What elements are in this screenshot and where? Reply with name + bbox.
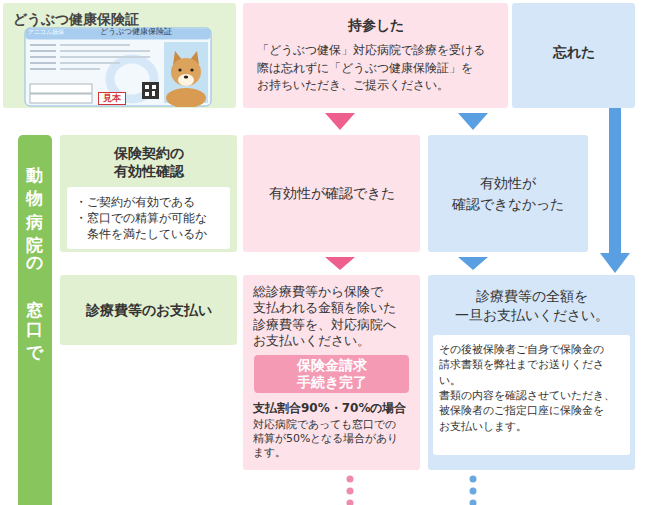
condition-item: ・窓口での精算が可能な 条件を満たしているか: [75, 210, 222, 242]
flow-arrow: [458, 257, 488, 270]
card-field-line: [60, 44, 130, 46]
qr-code-dot: [152, 91, 155, 96]
arrow-head: [458, 257, 488, 270]
decision-result: 有効性が 確認できなかった: [428, 135, 588, 252]
process-box: 診療費等の全額を 一旦お支払いください。その後被保険者ご自身で保険金の 請求書類…: [428, 275, 635, 470]
dog-eye: [190, 68, 193, 71]
band-label: 動物病院の窓口で: [27, 153, 44, 375]
card-title: どうぶつ健康保険証: [100, 28, 172, 36]
process-box: 持参した「どうぶつ健保」対応病院で診療を受ける 際は忘れずに「どうぶつ健康保険証…: [243, 3, 508, 108]
note-text: その後被保険者ご自身で保険金の 請求書類を弊社までお送りくださ い。 書類の内容…: [439, 342, 624, 434]
dog-body: [166, 88, 206, 107]
arrow-head: [325, 113, 355, 130]
card-header-band: [26, 29, 211, 40]
row-heading: 診療費等のお支払い: [86, 301, 212, 319]
continuation-dot: [347, 500, 354, 505]
continuation-dot: [470, 488, 477, 495]
box-body: 総診療費等から保険で 支払われる金額を除いた 診療費等を、対応病院へ お支払いく…: [253, 284, 410, 349]
box-heading: 持参した: [348, 16, 404, 34]
dog-muzzle: [178, 74, 194, 86]
result-text: 有効性が 確認できなかった: [438, 173, 578, 214]
flow-arrow: [600, 108, 630, 273]
card-field-line: [30, 56, 56, 58]
status-button: 保険金請求 手続き完了: [254, 355, 409, 393]
process-box: 忘れた: [512, 3, 635, 108]
continuation-dot: [470, 476, 477, 483]
note-box: その後被保険者ご自身で保険金の 請求書類を弊社までお送りくださ い。 書類の内容…: [433, 335, 630, 455]
card-number-box: [30, 84, 92, 93]
condition-item: ・ご契約が有効である: [75, 194, 195, 210]
card-field-line: [60, 56, 150, 58]
card-number-box: [30, 94, 92, 103]
side-band: 動物病院の窓口で: [18, 135, 52, 505]
sample-stamp: 見本: [98, 92, 126, 105]
continuation-dot: [470, 500, 477, 505]
result-text: 有効性が確認できた: [269, 184, 395, 202]
flow-arrow: [458, 113, 488, 130]
card-field-line: [60, 62, 120, 64]
dog-eye: [178, 68, 181, 71]
box-heading: 診療費等の全額を 一旦お支払いください。: [437, 287, 627, 325]
row-header: 診療費等のお支払い: [60, 275, 237, 345]
qr-code-dot: [152, 85, 156, 89]
arrow-head: [325, 257, 355, 270]
button-text: 保険金請求 手続き完了: [292, 357, 372, 391]
card-field-line: [30, 50, 56, 52]
process-box: 総診療費等から保険で 支払われる金額を除いた 診療費等を、対応病院へ お支払いく…: [243, 275, 420, 470]
qr-code-dot: [145, 85, 149, 89]
qr-code: [142, 82, 159, 99]
panel-heading: どうぶつ健康保険証: [13, 10, 139, 28]
note-text: 対応病院であっても窓口での 精算が50%となる場合があり ます。: [253, 418, 410, 461]
note-heading: 支払割合90%・70%の場合: [253, 401, 406, 417]
box-body: 「どうぶつ健保」対応病院で診療を受ける 際は忘れずに「どうぶつ健康保険証」を お…: [257, 42, 494, 94]
card-company: アニコム損保: [28, 29, 64, 35]
arrow-shaft: [609, 108, 621, 253]
card-field-line: [30, 44, 56, 46]
continuation-dot: [347, 476, 354, 483]
condition-box: ・ご契約が有効である・窓口での精算が可能な 条件を満たしているか: [67, 187, 230, 249]
arrow-head: [458, 113, 488, 130]
flow-arrow: [325, 113, 355, 130]
arrow-head: [600, 253, 630, 273]
dog-head: [171, 58, 201, 86]
card-field-line: [30, 62, 56, 64]
decision-result: 有効性が確認できた: [243, 135, 420, 252]
card-field-line: [30, 68, 56, 70]
row-heading: 保険契約の 有効性確認: [109, 144, 189, 180]
flow-arrow: [325, 257, 355, 270]
card-field-line: [60, 68, 100, 70]
qr-code-dot: [145, 92, 149, 96]
continuation-dot: [347, 488, 354, 495]
dog-nose: [184, 75, 188, 78]
box-heading: 忘れた: [553, 43, 595, 61]
row-header: 保険契約の 有効性確認・ご契約が有効である・窓口での精算が可能な 条件を満たして…: [60, 135, 237, 252]
card-field-line: [60, 50, 150, 52]
